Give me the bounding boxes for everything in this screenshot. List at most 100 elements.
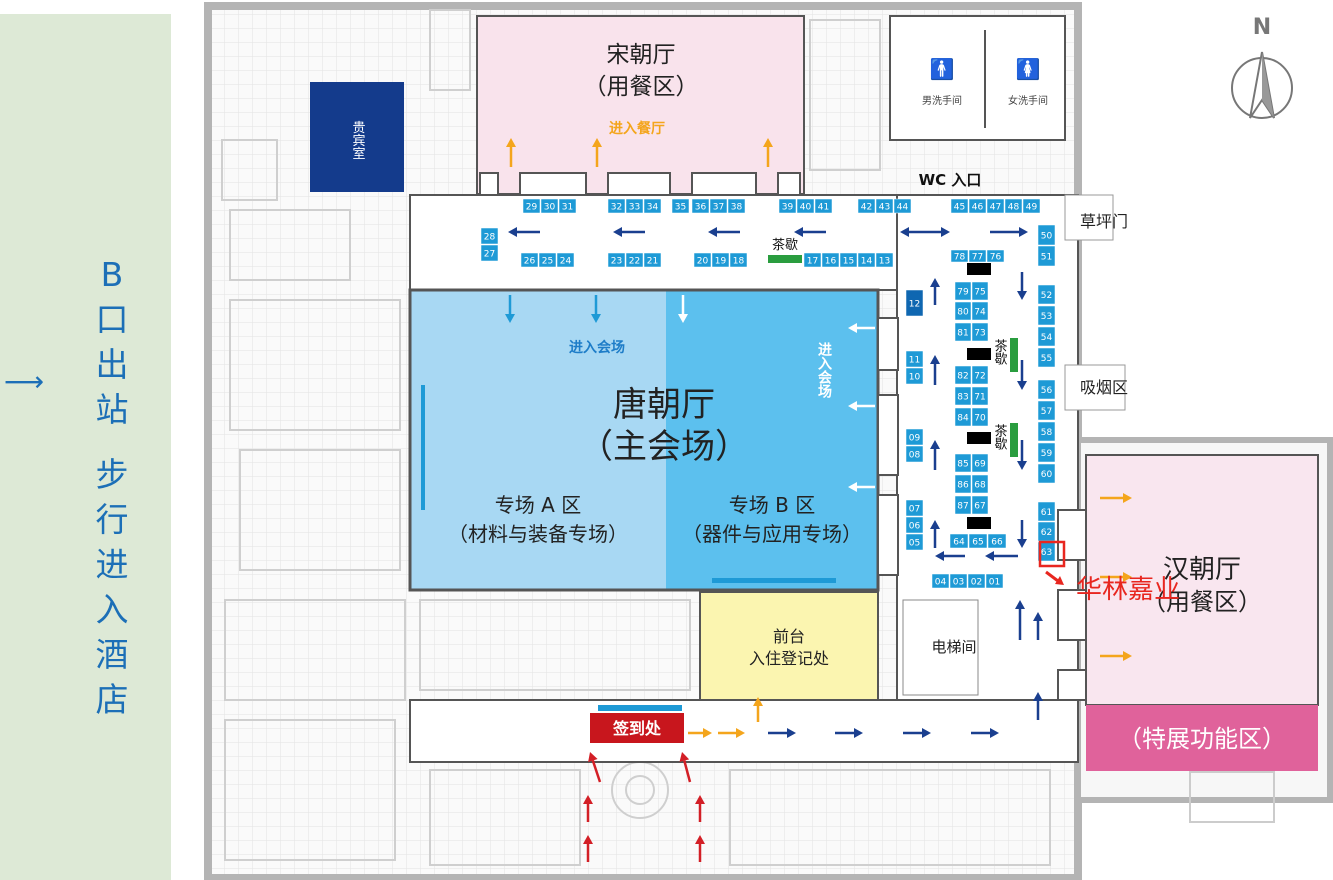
- arrow-tang-in-0-head: [505, 314, 515, 323]
- booth-15: [839, 252, 858, 268]
- booth-43: [875, 198, 894, 214]
- arrow-red-left-2: [591, 760, 602, 783]
- booth-77: [968, 249, 987, 263]
- compass-icon: [1231, 51, 1293, 119]
- booth-78: [950, 249, 969, 263]
- booth-35: [671, 198, 690, 214]
- booth-28: [480, 227, 499, 245]
- arrow-song-0-head: [506, 138, 516, 147]
- booth-label-85: 85: [957, 460, 968, 470]
- booth-label-44: 44: [897, 203, 909, 213]
- arrow-red-left-2-head: [588, 752, 598, 763]
- booth-label-35: 35: [675, 203, 686, 213]
- booth-86: [954, 474, 972, 494]
- tang-hall-sub: （主会场）: [579, 427, 749, 467]
- arrow-south-b-2-head: [922, 728, 931, 738]
- booth-label-51: 51: [1041, 253, 1052, 263]
- booth-label-43: 43: [879, 203, 890, 213]
- booth-label-72: 72: [974, 372, 985, 382]
- booth-label-45: 45: [954, 203, 965, 213]
- booth-52: [1037, 284, 1056, 305]
- booth-label-17: 17: [807, 257, 818, 267]
- booth-34: [643, 198, 662, 214]
- booth-label-63: 63: [1041, 548, 1052, 558]
- booth-73: [971, 322, 989, 342]
- arrow-north-right-0-head: [941, 227, 950, 237]
- booth-label-57: 57: [1041, 407, 1052, 417]
- song-hall-title: 宋朝厅: [607, 42, 676, 68]
- booth-label-67: 67: [974, 502, 985, 512]
- booth-label-20: 20: [697, 257, 709, 267]
- special-area-label: （特展功能区）: [1118, 725, 1286, 753]
- booth-label-77: 77: [972, 253, 983, 263]
- booth-label-24: 24: [560, 257, 572, 267]
- arrow-east-down-2-head: [1017, 461, 1027, 470]
- tea-table-1: [768, 255, 802, 263]
- tang-hall-zone-b: [666, 290, 878, 590]
- booth-label-75: 75: [974, 288, 985, 298]
- booth-09: [905, 428, 924, 446]
- booth-label-47: 47: [990, 203, 1001, 213]
- booth-10: [905, 367, 924, 385]
- booth-06: [905, 516, 924, 534]
- arrow-south-o-1-head: [736, 728, 745, 738]
- arrow-up-han-1-head: [1033, 692, 1043, 701]
- tang-hall-title: 唐朝厅: [613, 385, 715, 425]
- tang-enter-right: 进入会场: [816, 342, 832, 399]
- arrow-tang-side-2-head: [848, 482, 857, 492]
- booth-45: [950, 198, 969, 214]
- booth-label-07: 07: [909, 505, 920, 515]
- booth-18: [729, 252, 748, 268]
- arrow-north-left-1-head: [613, 227, 622, 237]
- arrow-south-o-up-head: [753, 697, 763, 706]
- arrow-red-left-0-head: [583, 835, 593, 844]
- booth-label-06: 06: [909, 522, 921, 532]
- tang-enter-left: 进入会场: [569, 339, 625, 356]
- booth-label-10: 10: [909, 373, 921, 383]
- booth-label-16: 16: [825, 257, 837, 267]
- booth-label-32: 32: [611, 203, 622, 213]
- booth-label-66: 66: [991, 538, 1003, 548]
- special-area: [1086, 705, 1318, 771]
- booth-label-55: 55: [1041, 354, 1052, 364]
- booth-50: [1037, 224, 1056, 246]
- booth-label-46: 46: [972, 203, 984, 213]
- flow-arrows: [505, 138, 1132, 862]
- booth-label-11: 11: [909, 356, 920, 366]
- booth-83: [954, 386, 972, 406]
- booth-label-34: 34: [647, 203, 659, 213]
- booth-16: [821, 252, 840, 268]
- arrow-song-2-head: [763, 138, 773, 147]
- booth-19: [711, 252, 730, 268]
- booth-30: [540, 198, 559, 214]
- booth-label-04: 04: [935, 578, 947, 588]
- signin-desk: [590, 713, 684, 743]
- booth-27: [480, 244, 499, 262]
- zone-a-sub: （材料与装备专场）: [448, 522, 628, 546]
- booth-74: [971, 301, 989, 321]
- booth-49: [1022, 198, 1041, 214]
- booth-label-53: 53: [1041, 312, 1052, 322]
- arrow-east-left-head: [985, 551, 994, 561]
- arrow-red-right-0-head: [695, 835, 705, 844]
- arrow-red-right-1-head: [695, 795, 705, 804]
- vip-room-label: 贵宾室: [350, 121, 366, 160]
- booth-label-56: 56: [1041, 386, 1053, 396]
- booth-label-01: 01: [989, 578, 1000, 588]
- arrow-tang-in-1-head: [591, 314, 601, 323]
- smoking-area-label: 吸烟区: [1080, 378, 1128, 397]
- booth-label-54: 54: [1041, 333, 1053, 343]
- booth-label-27: 27: [484, 250, 495, 260]
- booth-32: [607, 198, 626, 214]
- signin-label: 签到处: [612, 719, 662, 738]
- booth-02: [967, 573, 986, 589]
- arrow-east-left-2-head: [935, 551, 944, 561]
- booth-67: [971, 495, 989, 515]
- booth-label-64: 64: [953, 538, 965, 548]
- booth-76: [986, 249, 1005, 263]
- booth-label-86: 86: [957, 481, 969, 491]
- lawn-door-label: 草坪门: [1080, 212, 1128, 231]
- booth-01: [985, 573, 1004, 589]
- booth-label-02: 02: [971, 578, 982, 588]
